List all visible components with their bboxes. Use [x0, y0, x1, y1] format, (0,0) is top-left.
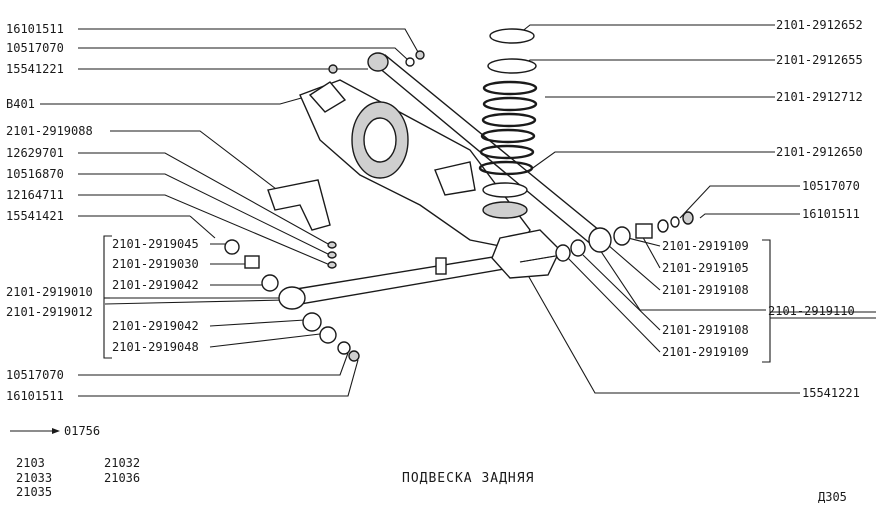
model-4: 21036 — [104, 471, 140, 485]
callout-l18: 16101511 — [6, 389, 64, 403]
callout-labels-right: 2101-2912652 2101-2912655 2101-2912712 2… — [662, 18, 863, 400]
callout-l13: 2101-2919010 — [6, 285, 93, 299]
callout-l16: 2101-2919048 — [112, 340, 199, 354]
reference-arrow-head — [52, 428, 60, 434]
callout-l15: 2101-2919042 — [112, 319, 199, 333]
callout-l12: 2101-2919042 — [112, 278, 199, 292]
left-bushing-stack — [224, 239, 360, 362]
callout-r3: 2101-2912712 — [776, 90, 863, 104]
callout-l17: 10517070 — [6, 368, 64, 382]
right-bushing-stack — [519, 211, 694, 263]
rear-axle-housing — [299, 79, 531, 251]
coil-spring — [478, 28, 538, 219]
callout-l4: В401 — [6, 97, 35, 111]
lower-longitudinal-rod — [278, 252, 518, 310]
callout-l6: 12629701 — [6, 146, 64, 160]
callout-r5: 10517070 — [802, 179, 860, 193]
axle-flange — [491, 229, 561, 279]
callout-l9: 15541421 — [6, 209, 64, 223]
callout-r6: 16101511 — [802, 207, 860, 221]
callout-l5: 2101-2919088 — [6, 124, 93, 138]
callout-r10: 2101-2919110 — [768, 304, 855, 318]
callout-r7: 2101-2919109 — [662, 239, 749, 253]
reference-code: 01756 — [64, 424, 100, 438]
callout-r1: 2101-2912652 — [776, 18, 863, 32]
bracket-and-fasteners-left — [189, 50, 425, 269]
callout-labels-left: 16101511 10517070 15541221 В401 2101-291… — [6, 22, 199, 403]
callout-r11: 2101-2919108 — [662, 323, 749, 337]
callout-l2: 10517070 — [6, 41, 64, 55]
callout-l7: 10516870 — [6, 167, 64, 181]
model-2: 21032 — [104, 456, 140, 470]
footer: 01756 2103 21032 21033 21036 21035 ПОДВЕ… — [16, 424, 847, 504]
model-1: 2103 — [16, 456, 45, 470]
page-code: Д305 — [818, 490, 847, 504]
callout-l1: 16101511 — [6, 22, 64, 36]
callout-l3: 15541221 — [6, 62, 64, 76]
callout-r13: 15541221 — [802, 386, 860, 400]
leader-lines — [10, 24, 876, 434]
callout-l8: 12164711 — [6, 188, 64, 202]
callout-l11: 2101-2919030 — [112, 257, 199, 271]
callout-l10: 2101-2919045 — [112, 237, 199, 251]
callout-r8: 2101-2919105 — [662, 261, 749, 275]
callout-r4: 2101-2912650 — [776, 145, 863, 159]
model-3: 21033 — [16, 471, 52, 485]
callout-r2: 2101-2912655 — [776, 53, 863, 67]
model-5: 21035 — [16, 485, 52, 499]
callout-r9: 2101-2919108 — [662, 283, 749, 297]
diagram-title: ПОДВЕСКА ЗАДНЯЯ — [402, 471, 534, 486]
callout-r12: 2101-2919109 — [662, 345, 749, 359]
callout-l14: 2101-2919012 — [6, 305, 93, 319]
